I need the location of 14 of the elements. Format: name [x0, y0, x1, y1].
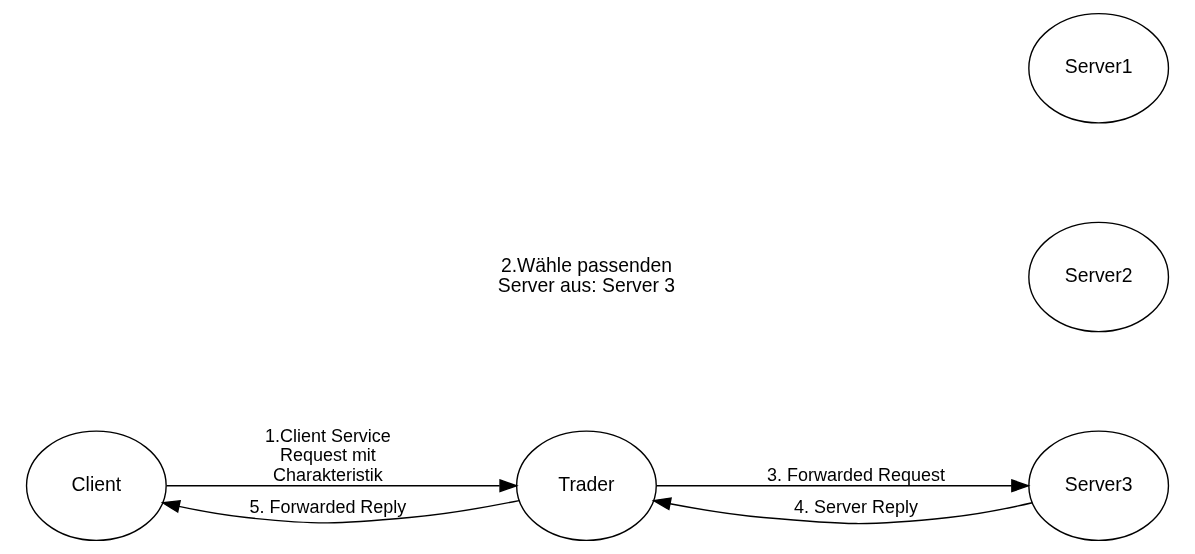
arrow — [655, 478, 1031, 493]
edge-label: 5. Forwarded Reply — [249, 496, 407, 517]
arrow — [165, 478, 519, 493]
node-ellipse: Server2 — [1028, 221, 1170, 333]
edge-label: 4. Server Reply — [794, 496, 918, 517]
arrow — [160, 499, 520, 524]
label: 2.Wähle passenden Server aus: Server 3 — [497, 253, 676, 297]
arrow — [651, 497, 1033, 525]
node-ellipse: Trader — [515, 430, 657, 542]
node-ellipse: Server1 — [1028, 12, 1170, 124]
edge-label: 1.Client Service Request mit Charakteristik — [264, 426, 391, 485]
node-ellipse: Client — [25, 430, 167, 542]
edge-label: 3. Forwarded Request — [767, 464, 945, 485]
node-ellipse: Server3 — [1028, 430, 1170, 542]
